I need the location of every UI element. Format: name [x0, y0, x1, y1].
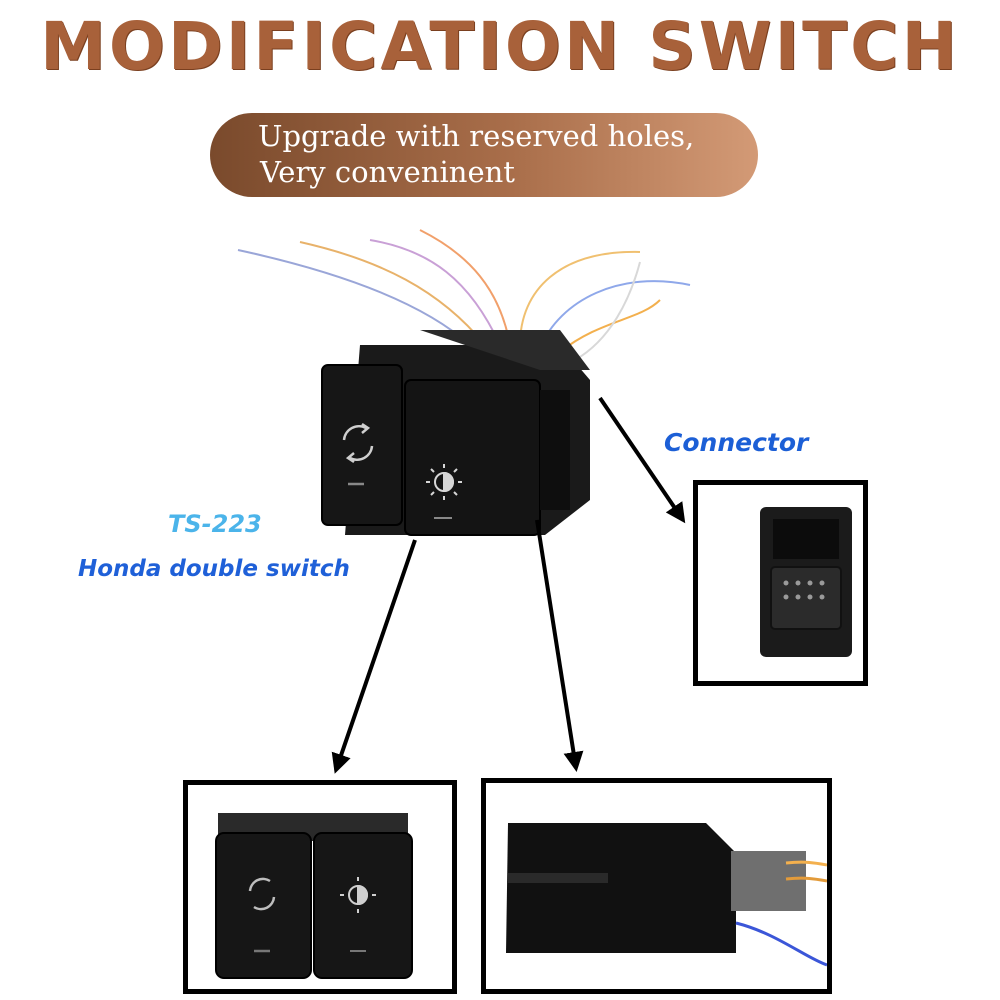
callout-arrows [331, 396, 686, 774]
rotate-arrows-icon [342, 422, 374, 486]
sun-icon [426, 464, 462, 519]
rotate-arrows-icon [248, 877, 276, 953]
subtitle-line-1: Upgrade with reserved holes, [258, 119, 695, 153]
side-view-photo [506, 823, 827, 967]
model-label: TS-223 [168, 510, 262, 538]
page-title: MODIFICATION SWITCH [40, 8, 960, 85]
switch-housing [321, 330, 590, 536]
connector-detail-frame [693, 480, 868, 686]
wire-bundle [237, 229, 691, 361]
front-view-frame [183, 780, 457, 994]
front-view-photo [215, 813, 413, 979]
subtitle-line-2: Very conveninent [260, 155, 515, 189]
subtitle-banner: Upgrade with reserved holes, Very conven… [210, 113, 758, 197]
connector-photo [760, 507, 852, 657]
product-name-label: Honda double switch [78, 556, 350, 582]
side-view-frame [481, 778, 832, 994]
connector-label: Connector [664, 428, 809, 457]
sun-icon [340, 877, 376, 952]
